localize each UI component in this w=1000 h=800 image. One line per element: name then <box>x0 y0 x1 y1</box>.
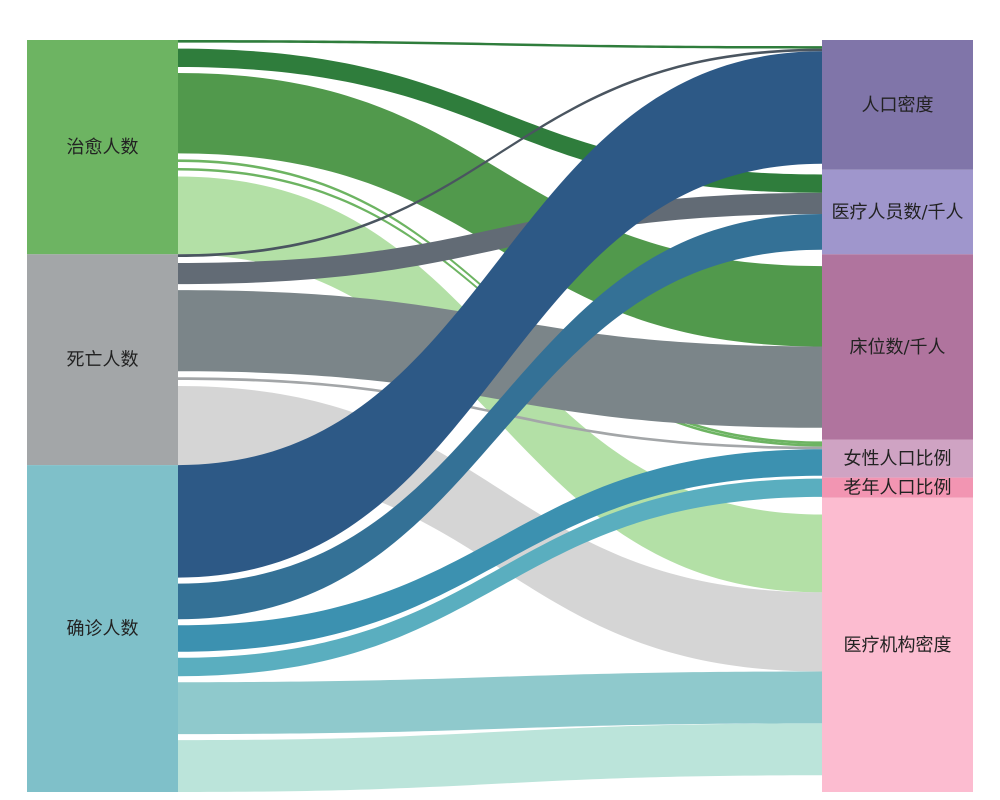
sankey-node-label-elderly: 老年人口比例 <box>844 478 952 499</box>
sankey-node-elderly[interactable] <box>822 477 973 498</box>
sankey-node-female[interactable] <box>822 439 973 478</box>
sankey-node-label-death: 死亡人数 <box>67 350 139 371</box>
sankey-link-cure-to-pop_density-0[interactable] <box>178 40 822 49</box>
sankey-links <box>178 40 822 792</box>
sankey-node-cure[interactable] <box>27 40 178 255</box>
sankey-nodes <box>27 40 973 792</box>
sankey-link-confirm-to-med_inst-15[interactable] <box>178 671 822 735</box>
sankey-link-confirm-to-medstaff-12[interactable] <box>178 214 822 620</box>
sankey-link-confirm-to-pop_density-11[interactable] <box>178 51 822 578</box>
sankey-link-confirm-to-elderly-14[interactable] <box>178 478 822 677</box>
sankey-link-death-to-medstaff-7[interactable] <box>178 192 822 285</box>
sankey-link-confirm-to-female-13[interactable] <box>178 449 822 652</box>
sankey-link-cure-to-medstaff-1[interactable] <box>178 48 822 193</box>
sankey-node-med_inst[interactable] <box>822 497 973 792</box>
sankey-link-death-to-pop_density-6[interactable] <box>178 48 822 257</box>
sankey-node-label-beds: 床位数/千人 <box>849 337 945 358</box>
sankey-link-confirm-to-med_inst-16[interactable] <box>178 723 822 792</box>
sankey-node-beds[interactable] <box>822 254 973 440</box>
sankey-node-pop_density[interactable] <box>822 40 973 170</box>
sankey-node-label-medstaff: 医疗人员数/千人 <box>831 202 963 223</box>
sankey-node-medstaff[interactable] <box>822 169 973 255</box>
sankey-node-label-cure: 治愈人数 <box>67 137 139 158</box>
sankey-node-confirm[interactable] <box>27 465 178 792</box>
sankey-node-label-female: 女性人口比例 <box>844 449 952 470</box>
sankey-node-label-confirm: 确诊人数 <box>67 619 139 640</box>
sankey-node-death[interactable] <box>27 254 178 466</box>
sankey-node-label-pop_density: 人口密度 <box>862 95 934 116</box>
sankey-node-label-med_inst: 医疗机构密度 <box>844 635 952 656</box>
